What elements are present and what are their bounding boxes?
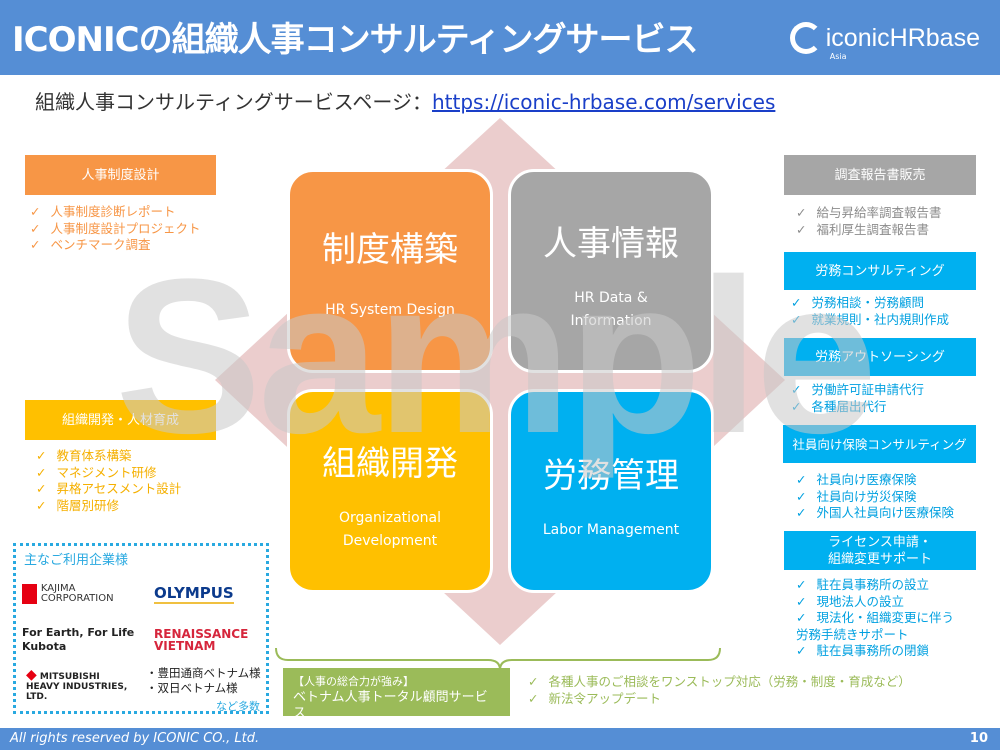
services-link[interactable]: https://iconic-hrbase.com/services (432, 90, 776, 114)
section-header-org-dev: 組織開発・人材育成 (25, 400, 216, 440)
labor-outsourcing-list: 労働許可証申請代行各種届出代行 (791, 382, 924, 415)
section-header-labor-outsourcing: 労務アウトソーシング (784, 338, 976, 376)
other-clients: ・豊田通商ベトナム様・双日ベトナム様 (146, 666, 261, 695)
total-service-box: 【人事の総合力が強み】ベトナム人事トータル顧問サービス (283, 668, 510, 721)
org-dev-list: 教育体系構築マネジメント研修昇格アセスメント設計階層別研修 (36, 448, 181, 514)
total-service-points: 各種人事のご相談をワンストップ対応（労務・制度・育成など）新法令アップデート (528, 674, 910, 707)
section-header-labor-consulting: 労務コンサルティング (784, 252, 976, 290)
clients-box: 主なご利用企業様 KAJIMA CORPORATION OLYMPUS For … (13, 543, 269, 714)
renaissance-logo: RENAISSANCE VIETNAM (154, 627, 249, 653)
section-header-insurance: 社員向け保険コンサルティング (783, 425, 976, 463)
footer-bar: All rights reserved by ICONIC CO., Ltd. … (0, 728, 1000, 750)
hr-system-list: 人事制度診断レポート人事制度設計プロジェクトベンチマーク調査 (30, 204, 200, 254)
logo-swirl-icon (789, 22, 822, 54)
page-number: 10 (969, 731, 988, 746)
section-header-survey: 調査報告書販売 (784, 155, 976, 195)
section-header-license: ライセンス申請・ 組織変更サポート (784, 531, 976, 570)
page-title: ICONICの組織人事コンサルティングサービス (12, 20, 699, 60)
services-page-line: 組織人事コンサルティングサービスページ：https://iconic-hrbas… (35, 90, 776, 114)
section-header-hr-system: 人事制度設計 (25, 155, 216, 195)
license-list: 駐在員事務所の設立現地法人の設立現法化・組織変更に伴う 労務手続きサポート駐在員… (796, 577, 954, 660)
survey-list: 給与昇給率調査報告書福利厚生調査報告書 (796, 205, 941, 238)
kajima-logo: KAJIMA CORPORATION (22, 584, 132, 604)
olympus-logo: OLYMPUS (154, 584, 234, 604)
header-bar: ICONICの組織人事コンサルティングサービス iconicHRbase Asi… (0, 0, 1000, 75)
iconichrbase-logo: iconicHRbase Asia (789, 22, 980, 61)
labor-consulting-list: 労務相談・労務顧問就業規則・社内規則作成 (791, 295, 949, 328)
insurance-list: 社員向け医療保険社員向け労災保険外国人社員向け医療保険 (796, 472, 954, 522)
kubota-logo: For Earth, For Life Kubota (22, 626, 135, 653)
mitsubishi-logo: ◆ MITSUBISHI HEAVY INDUSTRIES, LTD. (26, 667, 128, 702)
brace (275, 647, 721, 671)
